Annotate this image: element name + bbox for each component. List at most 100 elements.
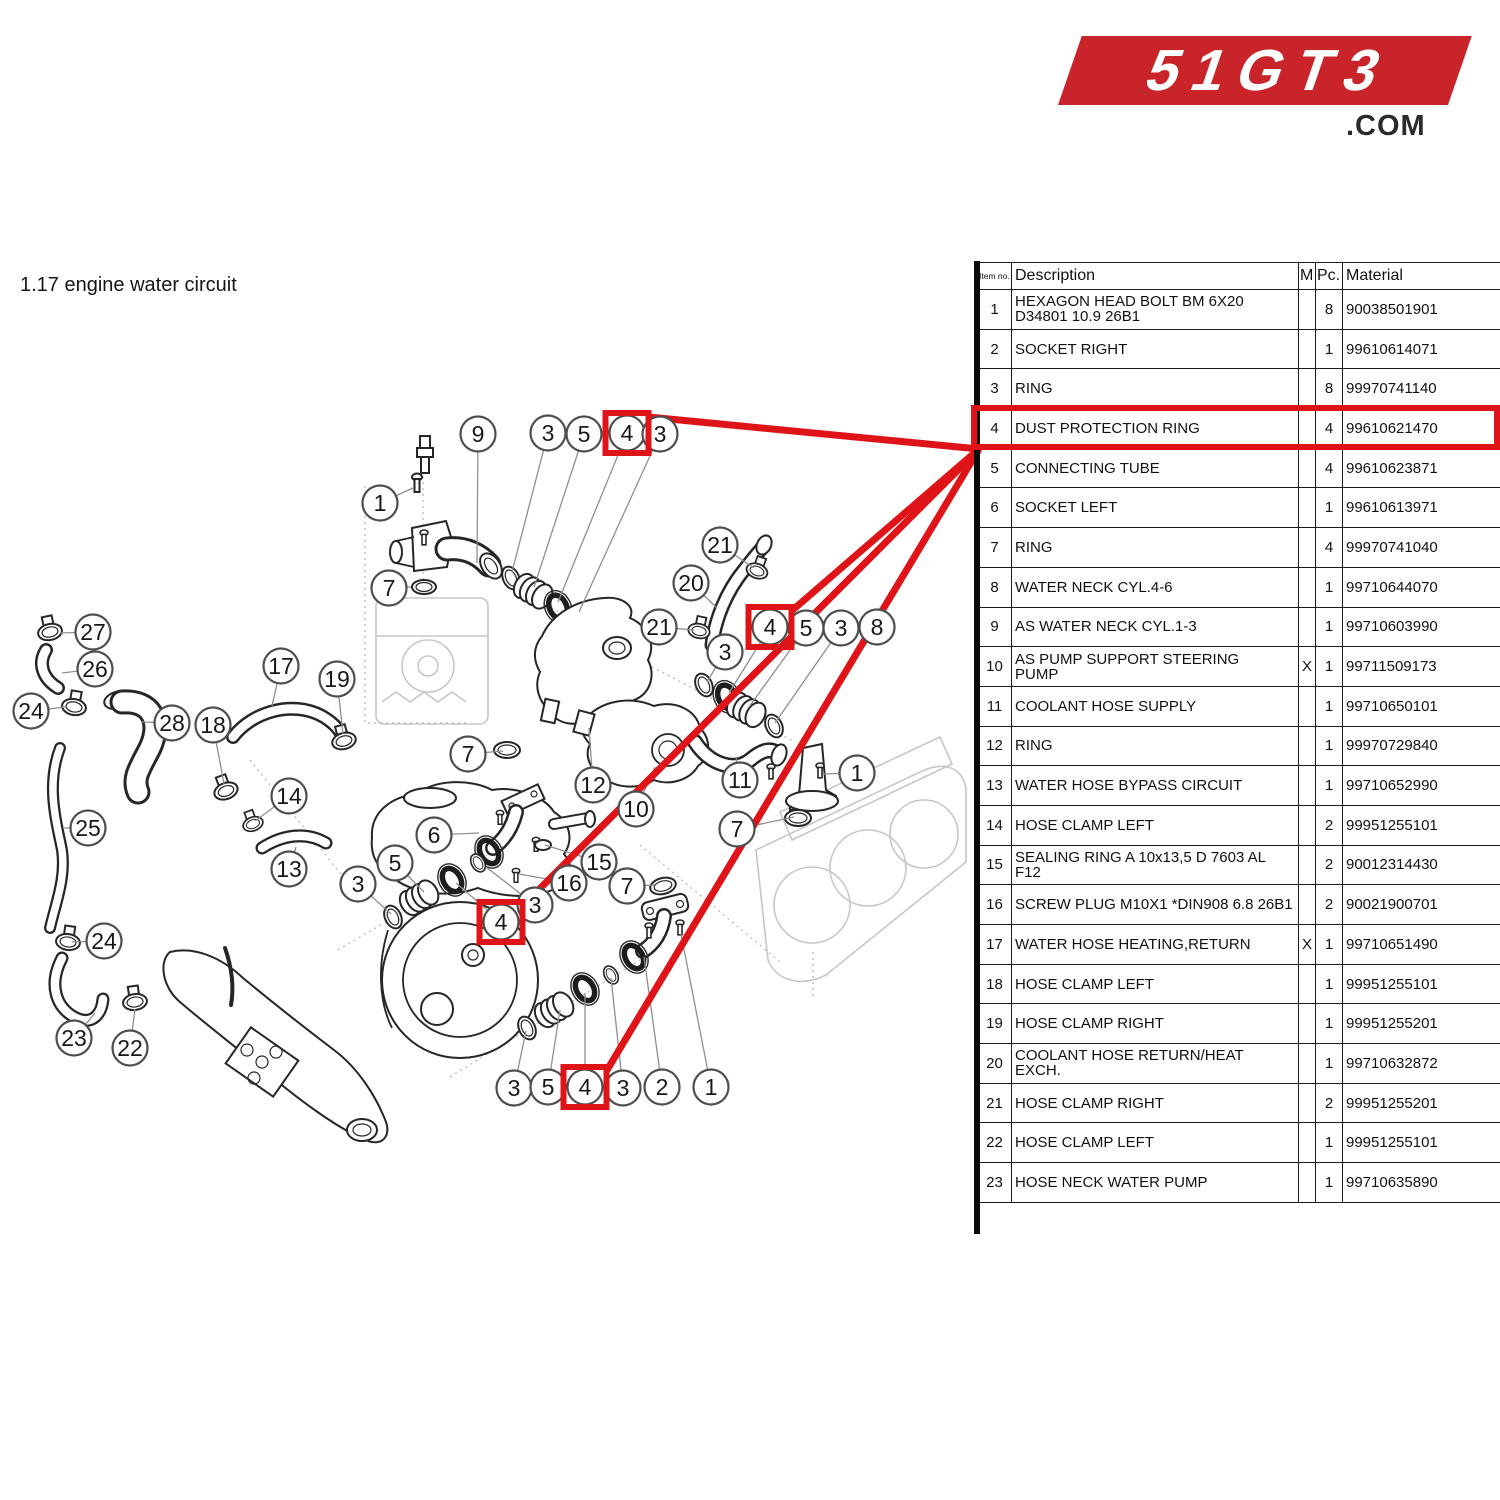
callout-20[interactable]: 20 (672, 564, 710, 602)
callout-circle[interactable] (361, 484, 399, 522)
callout-circle[interactable] (640, 608, 678, 646)
callout-circle[interactable] (194, 706, 232, 744)
callout-circle[interactable] (701, 526, 739, 564)
callout-2[interactable]: 2 (643, 1068, 681, 1106)
callout-7[interactable]: 7 (718, 810, 756, 848)
callout-10[interactable]: 10 (617, 790, 655, 828)
callout-circle[interactable] (12, 692, 50, 730)
callout-circle[interactable] (838, 754, 876, 792)
callout-circle[interactable] (111, 1029, 149, 1067)
callout-circle[interactable] (608, 867, 646, 905)
callout-24[interactable]: 24 (12, 692, 50, 730)
callout-7[interactable]: 7 (370, 569, 408, 607)
callout-1[interactable]: 1 (361, 484, 399, 522)
callout-3[interactable]: 3 (529, 414, 567, 452)
callout-circle[interactable] (339, 865, 377, 903)
callout-3[interactable]: 3 (822, 609, 860, 647)
callout-3[interactable]: 3 (516, 886, 554, 924)
callout-14[interactable]: 14 (270, 777, 308, 815)
callout-circle[interactable] (69, 809, 107, 847)
callout-circle[interactable] (706, 633, 744, 671)
callout-22[interactable]: 22 (111, 1029, 149, 1067)
callout-8[interactable]: 8 (858, 608, 896, 646)
callout-circle[interactable] (85, 922, 123, 960)
callout-9[interactable]: 9 (459, 415, 497, 453)
callout-5[interactable]: 5 (376, 844, 414, 882)
callout-circle[interactable] (318, 660, 356, 698)
callout-12[interactable]: 12 (574, 766, 612, 804)
callout-18[interactable]: 18 (194, 706, 232, 744)
callout-16[interactable]: 16 (550, 864, 588, 902)
callout-26[interactable]: 26 (76, 650, 114, 688)
callout-1[interactable]: 1 (838, 754, 876, 792)
callout-19[interactable]: 19 (318, 660, 356, 698)
callout-7[interactable]: 7 (608, 867, 646, 905)
callout-circle[interactable] (721, 761, 759, 799)
callout-5[interactable]: 5 (565, 415, 603, 453)
callout-circle[interactable] (550, 864, 588, 902)
callout-27[interactable]: 27 (74, 613, 112, 651)
callout-circle[interactable] (672, 564, 710, 602)
callout-circle[interactable] (692, 1068, 730, 1106)
callout-circle[interactable] (55, 1019, 93, 1057)
callout-4[interactable]: 4 (482, 903, 520, 941)
callout-4[interactable]: 4 (751, 608, 789, 646)
callout-circle[interactable] (643, 1068, 681, 1106)
callout-3[interactable]: 3 (604, 1069, 642, 1107)
callout-11[interactable]: 11 (721, 761, 759, 799)
callout-circle[interactable] (580, 843, 618, 881)
callout-21[interactable]: 21 (701, 526, 739, 564)
callout-circle[interactable] (370, 569, 408, 607)
callout-25[interactable]: 25 (69, 809, 107, 847)
callout-circle[interactable] (718, 810, 756, 848)
callout-circle[interactable] (415, 816, 453, 854)
callout-circle[interactable] (262, 647, 300, 685)
callout-21[interactable]: 21 (640, 608, 678, 646)
callout-circle[interactable] (459, 415, 497, 453)
callout-3[interactable]: 3 (706, 633, 744, 671)
callout-4[interactable]: 4 (566, 1068, 604, 1106)
callout-circle[interactable] (565, 415, 603, 453)
callout-circle[interactable] (270, 777, 308, 815)
callout-28[interactable]: 28 (153, 704, 191, 742)
callout-circle[interactable] (153, 704, 191, 742)
callout-3[interactable]: 3 (339, 865, 377, 903)
callout-17[interactable]: 17 (262, 647, 300, 685)
callout-circle[interactable] (449, 735, 487, 773)
callout-circle[interactable] (376, 844, 414, 882)
callout-3[interactable]: 3 (495, 1069, 533, 1107)
callout-circle[interactable] (617, 790, 655, 828)
callout-7[interactable]: 7 (449, 735, 487, 773)
callout-5[interactable]: 5 (529, 1068, 567, 1106)
callout-6[interactable]: 6 (415, 816, 453, 854)
callout-circle[interactable] (270, 850, 308, 888)
callout-circle[interactable] (76, 650, 114, 688)
callout-23[interactable]: 23 (55, 1019, 93, 1057)
callout-4[interactable]: 4 (608, 414, 646, 452)
callout-circle[interactable] (74, 613, 112, 651)
callout-13[interactable]: 13 (270, 850, 308, 888)
callout-24[interactable]: 24 (85, 922, 123, 960)
